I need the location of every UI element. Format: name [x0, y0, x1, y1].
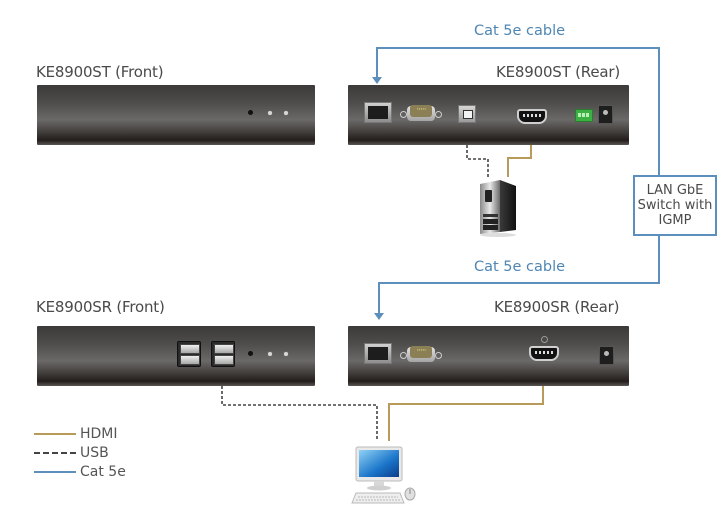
legend-label: HDMI: [80, 426, 118, 442]
legend-item-hdmi: HDMI: [34, 426, 118, 442]
led-indicator-icon: [248, 110, 253, 115]
legend-label: Cat 5e: [80, 464, 126, 480]
rj45-port-icon: [364, 343, 392, 364]
st-rear-title: KE8900ST (Rear): [496, 63, 620, 81]
indicator-icon: [541, 336, 548, 343]
arrow-head-icon: [372, 77, 382, 84]
sr-rear-title: KE8900SR (Rear): [494, 298, 620, 316]
serial-port-icon: [400, 105, 442, 121]
arrow-head-icon: [374, 313, 384, 320]
cat5e-cable-to-sr: [378, 236, 660, 316]
hdmi-line-swatch: [34, 433, 76, 435]
usb-a-dual-port-icon: [177, 341, 201, 367]
computer-tower-icon: [480, 180, 516, 237]
switch-label-line2: Switch with: [637, 198, 713, 213]
legend-item-usb: USB: [34, 445, 109, 461]
usb-line-swatch: [34, 452, 76, 454]
legend-label: USB: [80, 445, 109, 461]
sr-front-panel: [37, 326, 315, 386]
led-indicator-icon: [284, 352, 288, 356]
led-indicator-icon: [248, 351, 253, 356]
hdmi-port-icon: [529, 346, 559, 361]
sr-front-title: KE8900SR (Front): [36, 298, 165, 316]
cat5e-cable-to-st: [376, 47, 660, 175]
led-indicator-icon: [284, 111, 288, 115]
cat5e-cable-label-top: Cat 5e cable: [474, 23, 566, 39]
power-jack-icon: [598, 105, 613, 124]
led-indicator-icon: [268, 352, 272, 356]
led-indicator-icon: [268, 111, 272, 115]
usb-cable-sr: [221, 366, 378, 440]
lan-switch-box: LAN GbE Switch with IGMP: [633, 175, 717, 236]
cat5e-cable-label-bottom: Cat 5e cable: [474, 259, 566, 275]
cat5e-line-swatch: [34, 471, 76, 473]
usb-a-dual-port-icon: [211, 341, 235, 367]
sr-rear-panel: [348, 326, 629, 386]
st-front-title: KE8900ST (Front): [36, 63, 164, 81]
legend-item-cat5e: Cat 5e: [34, 464, 126, 480]
st-rear-panel: [348, 85, 629, 145]
power-jack-icon: [599, 346, 614, 365]
switch-label-line3: IGMP: [658, 213, 692, 228]
hdmi-port-icon: [517, 109, 547, 124]
rj45-port-icon: [364, 102, 392, 123]
switch-label-line1: LAN GbE: [646, 183, 704, 198]
usb-b-port-icon: [458, 105, 476, 123]
desktop-computer-icon: [351, 446, 416, 504]
st-front-panel: [37, 85, 315, 145]
serial-port-icon: [400, 346, 442, 362]
terminal-block-icon: [575, 109, 593, 122]
